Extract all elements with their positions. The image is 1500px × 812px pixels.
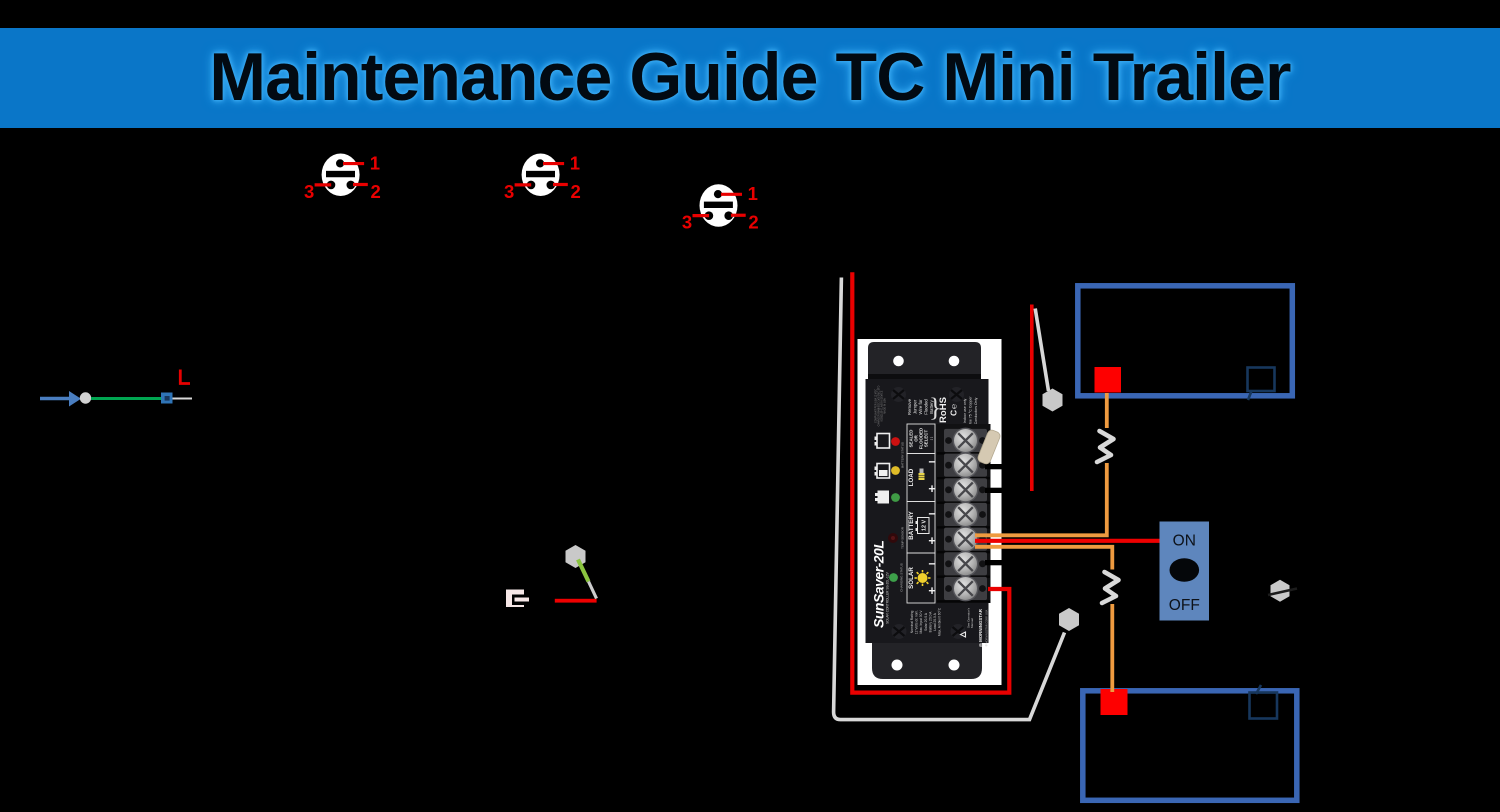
svg-text:OFF: OFF <box>1169 597 1200 614</box>
svg-text:12 Volts dc nom.: 12 Volts dc nom. <box>915 610 919 634</box>
svg-text:−: − <box>928 507 935 521</box>
svg-text:Flooded: Flooded <box>924 399 929 415</box>
svg-text:}: } <box>929 393 941 422</box>
svg-text:Battery: Battery <box>929 399 934 413</box>
svg-text:Solar 20.0 A: Solar 20.0 A <box>924 612 928 631</box>
svg-text:Nominal Rating: Nominal Rating <box>910 611 914 634</box>
svg-text:SunSaver-20L: SunSaver-20L <box>871 541 887 628</box>
svg-text:TEMP SENSOR: TEMP SENSOR <box>901 526 905 549</box>
svg-text:Max. Input 30 V: Max. Input 30 V <box>919 610 923 634</box>
svg-text:Use 75 °C Copper: Use 75 °C Copper <box>969 396 973 426</box>
svg-text:Battery 20.0 A: Battery 20.0 A <box>928 611 932 633</box>
svg-text:12 V: 12 V <box>922 520 928 531</box>
svg-text:® MORNINGSTAR CORP. USA: ® MORNINGSTAR CORP. USA <box>985 609 989 646</box>
svg-text:MADE IN USA: MADE IN USA <box>884 398 887 414</box>
svg-text:C ℮: C ℮ <box>949 404 959 416</box>
svg-text:Jumper: Jumper <box>913 399 918 414</box>
svg-text:ON: ON <box>1173 533 1196 550</box>
svg-text:−: − <box>928 455 935 469</box>
svg-text:BATTERY: BATTERY <box>908 510 915 539</box>
svg-text:Remove: Remove <box>907 398 912 415</box>
svg-text:SEALED: SEALED <box>909 430 914 448</box>
svg-text:See Operator's: See Operator's <box>967 607 971 628</box>
svg-text:RoHS: RoHS <box>938 397 949 423</box>
svg-text:Wire for: Wire for <box>918 399 923 415</box>
svg-text:SOLAR CONTROLLER SS-20L-12V: SOLAR CONTROLLER SS-20L-12V <box>886 571 890 624</box>
svg-text:BATTERY STATUS: BATTERY STATUS <box>901 442 905 468</box>
svg-text:Conductors Only: Conductors Only <box>974 397 978 424</box>
svg-text:+: + <box>928 584 935 598</box>
svg-text:Load 20.0 A: Load 20.0 A <box>933 612 937 630</box>
svg-text:FLOODED: FLOODED <box>919 428 924 449</box>
svg-text:SOLAR: SOLAR <box>908 567 915 589</box>
svg-text:SELECT: SELECT <box>924 430 929 448</box>
svg-text:LOAD: LOAD <box>908 468 915 486</box>
svg-text:◎ MORNINGSTAR: ◎ MORNINGSTAR <box>978 608 983 647</box>
svg-text:COMPLIANT PER USA 12 VDC: COMPLIANT PER USA 12 VDC <box>875 389 878 423</box>
svg-text:+: + <box>928 534 935 548</box>
svg-text:+: + <box>928 482 935 496</box>
svg-text:Max. Ambient 60°C: Max. Ambient 60°C <box>938 607 942 636</box>
svg-text:Indoor use only: Indoor use only <box>963 399 967 424</box>
svg-text:IEC62109 CLASS II DEVICE: IEC62109 CLASS II DEVICE <box>881 390 884 421</box>
svg-text:−: − <box>928 557 935 571</box>
svg-text:↓↓: ↓↓ <box>929 436 934 440</box>
svg-text:CHARGER 93/68/EEC LVD EMC STD: CHARGER 93/68/EEC LVD EMC STD <box>878 385 881 426</box>
svg-text:OR: OR <box>914 434 919 441</box>
svg-text:CHARGING STATUS: CHARGING STATUS <box>900 563 904 591</box>
svg-text:Manual: Manual <box>970 618 974 628</box>
